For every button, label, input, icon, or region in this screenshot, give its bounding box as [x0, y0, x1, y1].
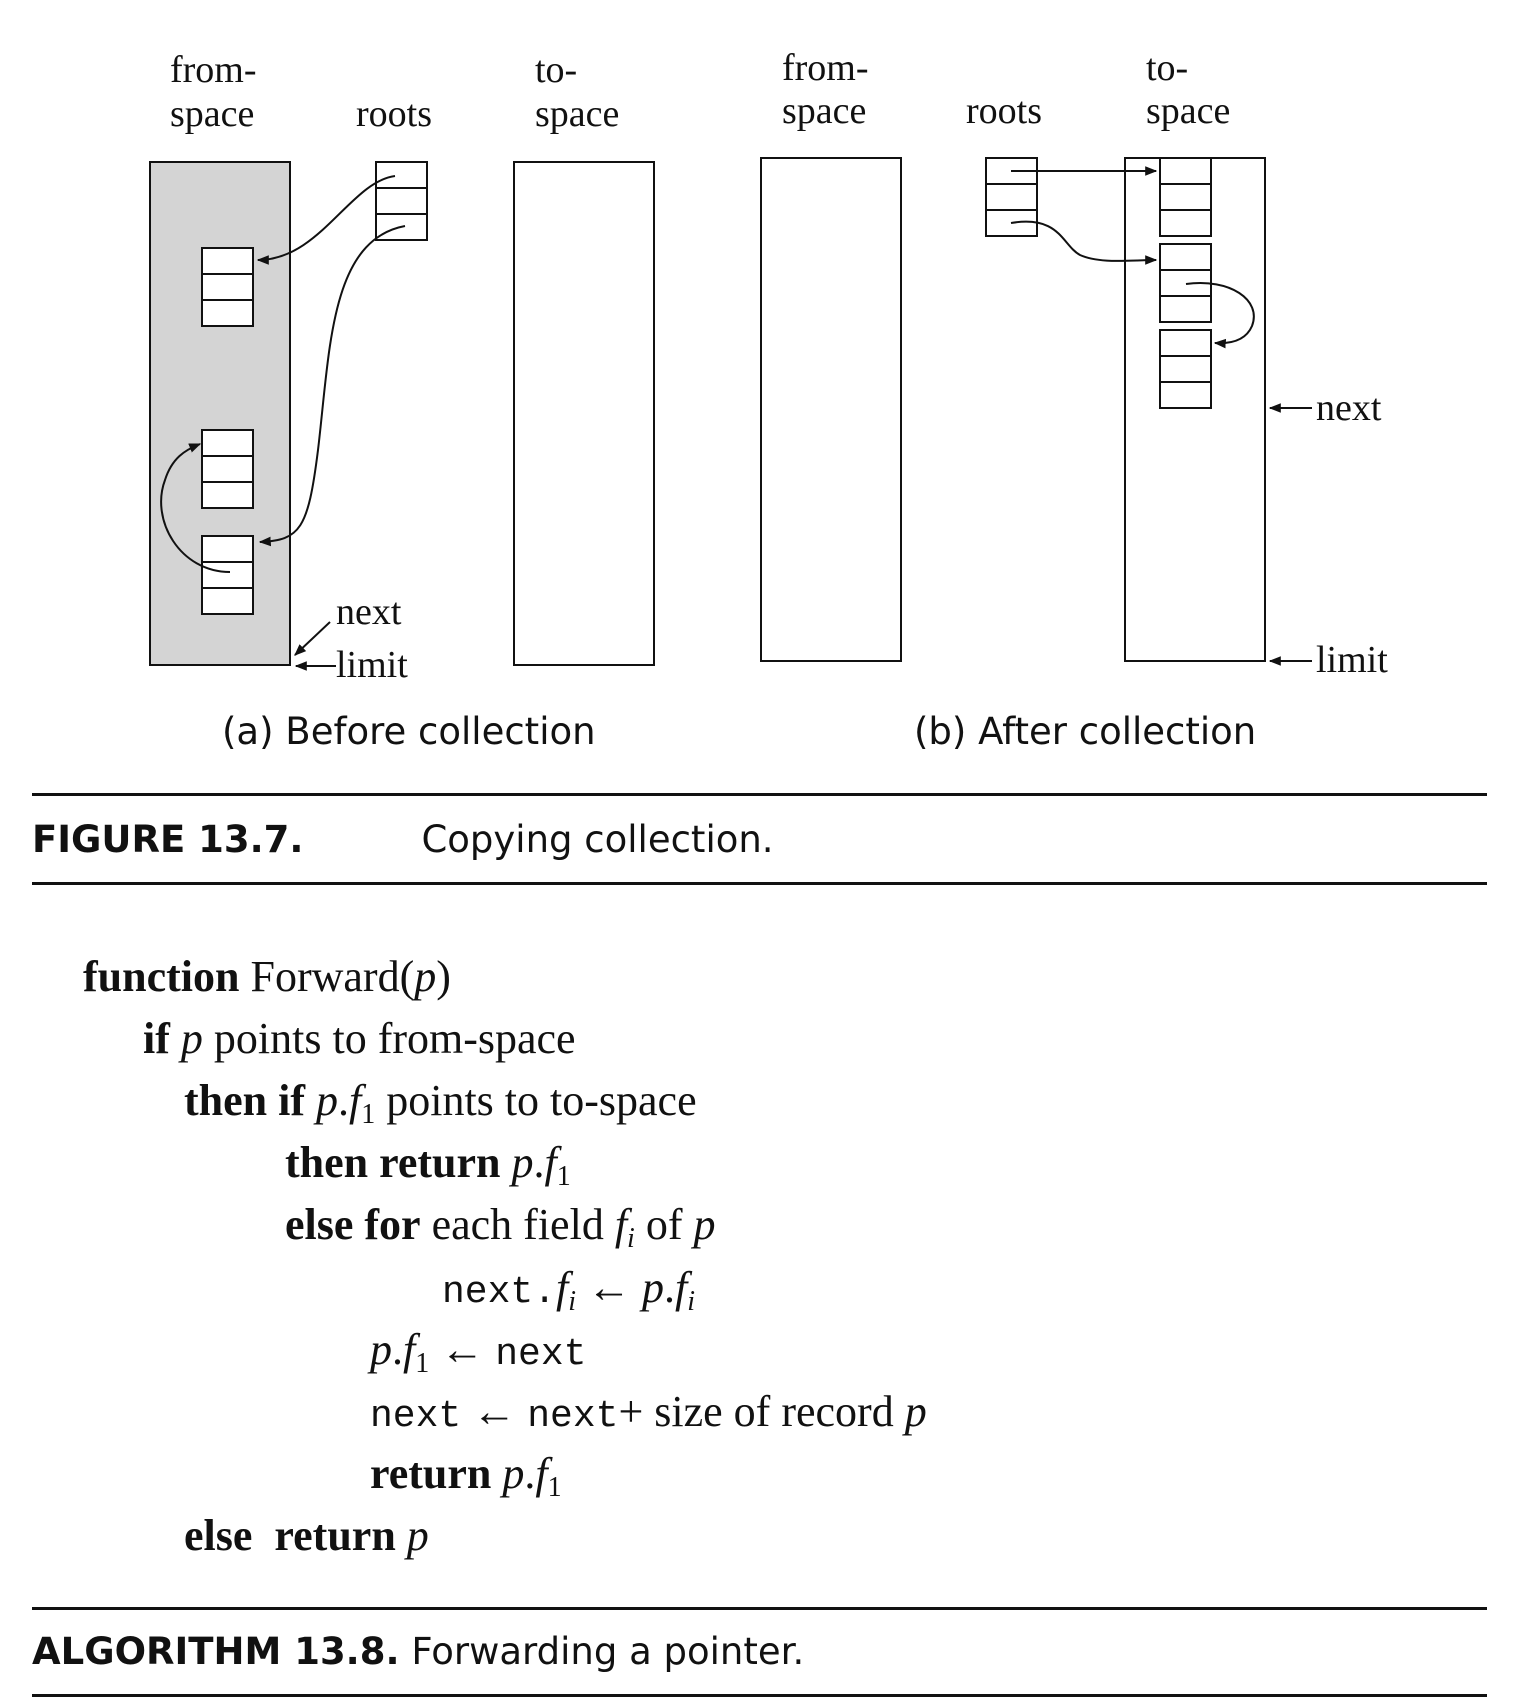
from-space-label-b-2: space	[782, 90, 866, 132]
figure-caption-top-rule	[32, 793, 1487, 796]
roots-label-a: roots	[356, 93, 432, 135]
record-b-1	[1159, 157, 1212, 237]
algo-line-5: else for each field fi of p	[285, 1200, 716, 1254]
pointer-root3-to-record3	[258, 225, 406, 547]
pointer-root1-to-record1	[256, 175, 396, 265]
limit-label-b: limit	[1316, 639, 1388, 681]
algo-line-8: next ← next+ size of record p	[370, 1387, 927, 1438]
algo-line-3: then if p.f1 points to to-space	[184, 1076, 697, 1130]
roots-block-a	[375, 161, 428, 241]
algo-line-6: next.fi ← p.fi	[442, 1263, 696, 1317]
limit-label-a: limit	[336, 644, 408, 686]
algorithm-caption-bottom-rule	[32, 1694, 1487, 1697]
caption-a: (a) Before collection	[222, 710, 596, 753]
caption-b: (b) After collection	[914, 710, 1256, 753]
from-space-label-b-1: from-	[782, 47, 869, 89]
panel-a: from- space roots to- space	[149, 49, 655, 753]
algo-line-2: if p points to from-space	[143, 1014, 576, 1063]
copying-collection-diagram: from- space roots to- space	[149, 47, 1388, 753]
to-space-label-a-2: space	[535, 93, 619, 135]
to-space-region-a	[513, 161, 655, 666]
next-pointer-arrow-a	[294, 621, 331, 656]
figure-caption-bottom-rule	[32, 882, 1487, 885]
pointer-record3-to-record2	[160, 443, 231, 573]
next-label-a: next	[336, 591, 402, 633]
record-a-1	[201, 247, 254, 327]
algorithm-caption-top-rule	[32, 1607, 1487, 1610]
algo-line-7: p.f1 ← next	[370, 1325, 587, 1379]
figure-caption: FIGURE 13.7. Copying collection.	[32, 818, 774, 861]
to-space-label-b-1: to-	[1146, 47, 1188, 89]
from-space-region-b	[760, 157, 902, 662]
figure-caption-text: Copying collection.	[421, 818, 774, 861]
figure-caption-label: FIGURE 13.7.	[32, 818, 304, 861]
to-space-label-a-1: to-	[535, 49, 577, 91]
record-a-3	[201, 535, 254, 615]
algo-line-10: else return p	[184, 1511, 429, 1560]
to-space-label-b-2: space	[1146, 90, 1230, 132]
panel-b: from- space roots to- space	[760, 47, 1388, 753]
algorithm-caption: ALGORITHM 13.8. Forwarding a pointer.	[32, 1630, 804, 1673]
algorithm-caption-label: ALGORITHM 13.8.	[32, 1630, 400, 1673]
algo-line-9: return p.f1	[370, 1449, 562, 1503]
from-space-label-a-2: space	[170, 93, 254, 135]
algo-line-1: function Forward(p)	[83, 952, 451, 1001]
record-a-2	[201, 429, 254, 509]
pointer-copy2-to-copy3	[1185, 282, 1255, 349]
from-space-label-a-1: from-	[170, 49, 257, 91]
next-label-b: next	[1316, 387, 1382, 429]
algorithm-caption-text: Forwarding a pointer.	[411, 1630, 805, 1673]
pointer-root3-to-copy2	[1010, 220, 1158, 265]
algo-line-4: then return p.f1	[285, 1138, 571, 1192]
roots-label-b: roots	[966, 90, 1042, 132]
roots-block-b	[985, 157, 1038, 237]
record-b-3	[1159, 329, 1212, 409]
